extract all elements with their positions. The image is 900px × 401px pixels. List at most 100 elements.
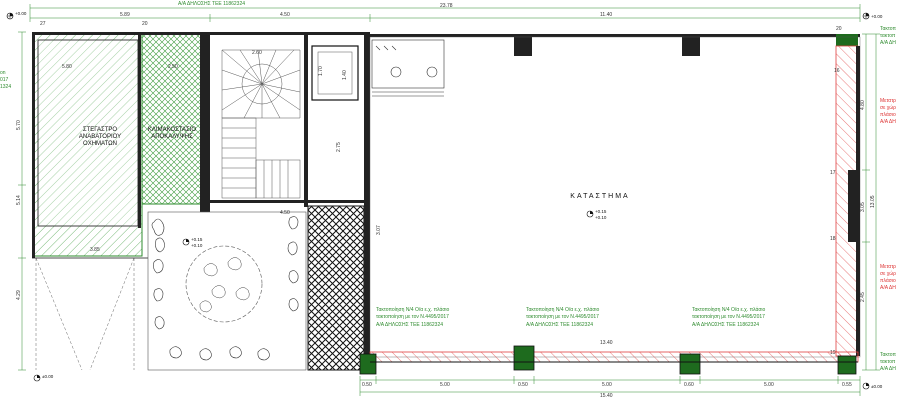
courtyard (147, 211, 307, 371)
dim-stair-v: 2.75 (336, 142, 342, 152)
store-walls (370, 34, 860, 56)
room-label-canopy-1: ΣΤΕΓΑΣΤΡΟ (83, 127, 118, 133)
courtyard-shrubs (151, 216, 299, 361)
legal-note-3-line3: Α/Α ΔΗΛΩΣΗΣ ΤΕΕ 11862324 (692, 322, 759, 328)
right-note-a3: Α/Α ΔΗ (880, 40, 896, 46)
dim-store-v: 3.07 (376, 225, 382, 235)
bottom-dimension-chain (359, 376, 861, 396)
dim-top-small2: 20 (142, 21, 148, 27)
level-marker-top-left (6, 12, 14, 20)
room-label-stair-cover-1: ΚΛΙΜΑΚΟΣΤΑΣΙΟ (148, 127, 196, 133)
right-note-c2: σε χώρ (880, 270, 896, 277)
right-note-b2: σε χώρ (880, 104, 896, 111)
right-note-b4: Α/Α ΔΗ (880, 119, 896, 125)
dim-top-seg3: 11.40 (600, 12, 612, 18)
right-note-b1: Μετατρ (880, 98, 896, 104)
level-bottom-right: ±0.00 (871, 384, 883, 389)
elevator-shaft (311, 45, 359, 101)
room-label-canopy-3: ΟΧΗΜΑΤΩΝ (83, 141, 117, 147)
right-note-b3: πλάσιο (880, 111, 896, 118)
spiral-staircase (221, 49, 301, 119)
dim-right-v4: 2.45 (860, 292, 866, 302)
dim-bottom-seg6: 5.00 (764, 382, 774, 388)
room-label-store: ΚΑΤΑΣΤΗΜΑ (570, 193, 629, 200)
level-courtyard-lower: +0.10 (191, 243, 203, 248)
level-marker-bottom-left (33, 374, 41, 382)
left-dimension-chain (18, 31, 26, 371)
legal-note-2-line2: τακτοποίηση με τον Ν.4495/2017 (526, 314, 599, 320)
dim-bottom-total: 15.40 (600, 393, 613, 399)
level-store-lower: +0.10 (595, 215, 607, 220)
level-courtyard-upper: +0.15 (191, 237, 203, 242)
canopy-inner-outline (37, 39, 139, 227)
header-license-note: Α/Α ΔΗΛΩΣΗΣ ΤΕΕ 11862324 (178, 1, 245, 7)
dim-courtyard-w: 4.50 (280, 210, 290, 216)
dim-bottom-seg2: 5.00 (440, 382, 450, 388)
dim-right-v3: 13.05 (870, 195, 876, 208)
dim-elev-h: 1.40 (342, 70, 348, 80)
legal-note-3-line2: τακτοποίηση με τον Ν.4495/2017 (692, 314, 765, 320)
legal-note-1-line3: Α/Α ΔΗΛΩΣΗΣ ΤΕΕ 11862324 (376, 322, 443, 328)
dim-left-v1: 5.70 (16, 120, 22, 130)
legal-note-2-line1: Τακτοποίηση Ν/4 Ο/α ε.χ. πλάσιο (526, 306, 600, 313)
left-edge-note-3: 1324 (0, 84, 11, 90)
dim-shade-w: 3.85 (90, 247, 100, 253)
dim-top-small1: 27 (40, 21, 46, 27)
bottom-facade-red-hatched (369, 351, 859, 363)
dim-bottom-seg7: 0.55 (842, 382, 852, 388)
dim-bottom-seg1: 0.50 (362, 382, 372, 388)
right-dimension-chain (862, 33, 880, 371)
tree-canopy-circle (185, 245, 263, 323)
dim-top-total: 23.78 (440, 3, 453, 9)
dim-bottom-seg4: 5.00 (602, 382, 612, 388)
right-note-d2: τακτοπ (880, 359, 896, 365)
level-marker-bottom-right (862, 382, 870, 390)
dim-right-v1: 4.80 (860, 100, 866, 110)
right-note-a1: Τακτοπ (880, 26, 897, 32)
legal-note-2-line3: Α/Α ΔΗΛΩΣΗΣ ΤΕΕ 11862324 (526, 322, 593, 328)
level-top-right: +0.00 (871, 14, 883, 19)
ramp-dashed-lines (35, 257, 135, 371)
straight-staircase (221, 117, 301, 199)
dim-left-v3: 4.29 (16, 290, 22, 300)
left-walls (32, 32, 210, 258)
legal-note-1-line2: τακτοποίηση με τον Ν.4495/2017 (376, 314, 449, 320)
dim-stair-w: 2.60 (252, 50, 262, 56)
right-note-c4: Α/Α ΔΗ (880, 285, 896, 291)
dim-small-a: 16 (834, 68, 840, 74)
right-note-d1: Τακτοπ (880, 352, 897, 358)
right-wall-columns (848, 46, 860, 356)
room-label-canopy-2: ΑΝΑΒΑΤΟΡΙΟΥ (79, 134, 121, 140)
dim-bottom-seg5: 0.60 (684, 382, 694, 388)
dim-store-bottom: 13.40 (600, 340, 613, 346)
wc-block (371, 39, 445, 97)
dim-small-c: 18 (830, 236, 836, 242)
dim-inner-w1: 5.80 (62, 64, 72, 70)
right-note-c3: πλάσιο (880, 277, 896, 284)
stair-cover-area (141, 33, 205, 205)
legal-note-1-line1: Τακτοποίηση Ν/4 Ο/α ε.χ. πλάσιο (376, 306, 450, 313)
level-marker-top-right (862, 12, 870, 20)
dim-top-seg1: 5.89 (120, 12, 130, 18)
bottom-columns (359, 345, 857, 375)
crosshatched-pit (307, 205, 365, 371)
dim-elev-w: 1.70 (318, 66, 324, 76)
dim-small-b: 17 (830, 170, 836, 176)
dim-inner-w2: 2.50 (168, 64, 178, 70)
elevator-cab (317, 51, 353, 95)
dim-right-v2: 3.05 (860, 202, 866, 212)
left-edge-note-1: on (0, 70, 6, 76)
level-marker-store (586, 210, 594, 218)
dim-bottom-seg3: 0.50 (518, 382, 528, 388)
core-walls (204, 32, 370, 370)
right-note-d3: Α/Α ΔΗ (880, 366, 896, 372)
level-store-upper: +0.15 (595, 209, 607, 214)
level-marker-courtyard (182, 238, 190, 246)
dim-small-e: 20 (836, 26, 842, 32)
tree-foliage (199, 257, 250, 313)
left-edge-note-2: 017 (0, 77, 9, 83)
room-label-stair-cover-2: ΑΠΟΚΑΛΥΨΗΣ (151, 134, 193, 140)
right-note-c1: Μετατρ (880, 264, 896, 270)
dim-left-v2: 5.14 (16, 195, 22, 205)
